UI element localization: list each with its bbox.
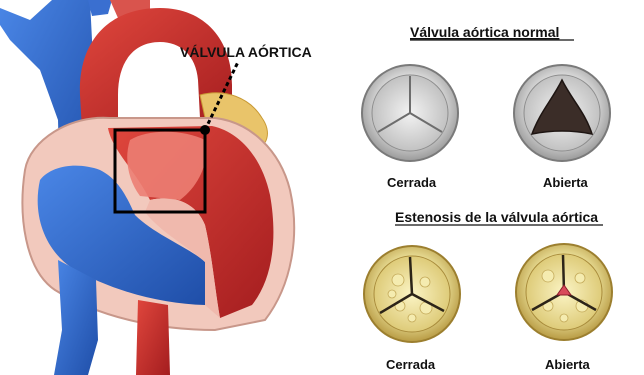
normal-open-label: Abierta [543, 175, 589, 190]
normal-open-valve [514, 65, 610, 161]
stenosis-open-label: Abierta [545, 357, 591, 372]
stenosis-closed-label: Cerrada [386, 357, 436, 372]
stenosis-open-valve [516, 244, 612, 340]
descending-aorta [136, 300, 170, 375]
pulmonary-vein-top [88, 0, 112, 16]
normal-closed-valve [362, 65, 458, 161]
normal-closed-label: Cerrada [387, 175, 437, 190]
stenosis-closed-valve [364, 246, 460, 342]
stenosis-title: Estenosis de la válvula aórtica [395, 209, 598, 225]
normal-valve-title: Válvula aórtica normal [410, 24, 559, 40]
aortic-valve-label: VÁLVULA AÓRTICA [180, 43, 312, 60]
